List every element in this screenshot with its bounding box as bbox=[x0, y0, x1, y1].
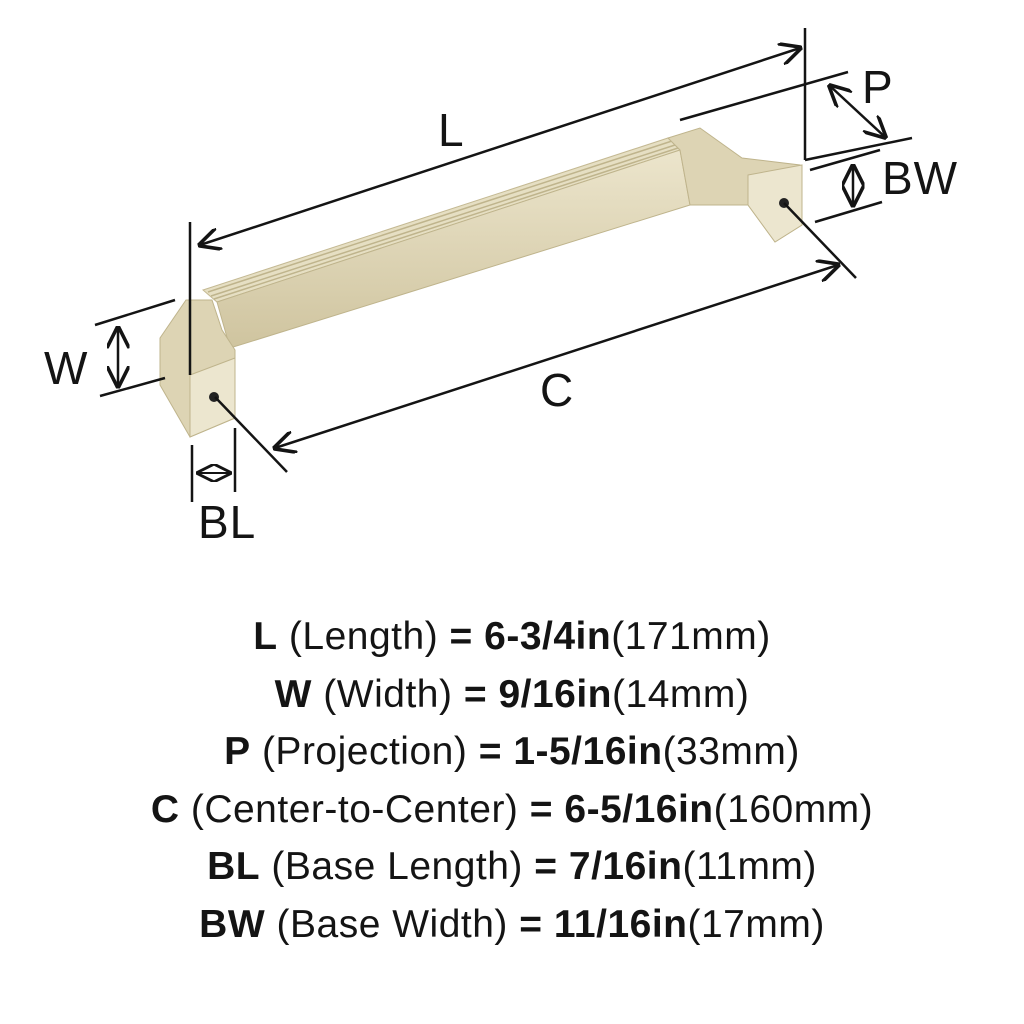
spec-name: (Projection) bbox=[261, 730, 468, 773]
spec-row-length: L (Length) = 6-3/4in(171mm) bbox=[0, 608, 1024, 666]
spec-imperial: 6-3/4in bbox=[484, 615, 612, 658]
spec-metric: (171mm) bbox=[611, 615, 771, 658]
spec-imperial: 9/16in bbox=[498, 672, 613, 716]
specifications-list: L (Length) = 6-3/4in(171mm) W (Width) = … bbox=[0, 608, 1024, 953]
spec-equals: = bbox=[449, 615, 473, 658]
spec-row-base-width: BW (Base Width) = 11/16in(17mm) bbox=[0, 896, 1024, 954]
spec-metric: (17mm) bbox=[687, 902, 825, 946]
spec-name: (Center-to-Center) bbox=[190, 787, 519, 831]
label-projection: P bbox=[862, 61, 894, 113]
handle-bar-front bbox=[216, 149, 691, 349]
spec-metric: (14mm) bbox=[612, 672, 750, 716]
label-base-width: BW bbox=[882, 152, 958, 204]
right-base-face bbox=[747, 164, 803, 243]
spec-row-width: W (Width) = 9/16in(14mm) bbox=[0, 666, 1024, 724]
spec-key: W bbox=[274, 672, 312, 716]
dimension-lines bbox=[94, 28, 913, 502]
label-base-length: BL bbox=[198, 496, 256, 548]
spec-name: (Length) bbox=[288, 615, 439, 658]
spec-key: L bbox=[253, 615, 278, 658]
dimension-diagram: L P BW W C BL bbox=[44, 28, 958, 548]
label-center-to-center: C bbox=[540, 364, 574, 416]
spec-key: C bbox=[150, 787, 180, 831]
label-width: W bbox=[44, 342, 88, 394]
label-length: L bbox=[438, 104, 465, 156]
spec-row-projection: P (Projection) = 1-5/16in(33mm) bbox=[0, 723, 1024, 781]
spec-row-center-to-center: C (Center-to-Center) = 6-5/16in(160mm) bbox=[0, 781, 1024, 839]
cabinet-pull-handle bbox=[159, 127, 803, 438]
spec-imperial: 11/16in bbox=[553, 902, 688, 946]
spec-metric: (160mm) bbox=[713, 787, 874, 831]
spec-key: P bbox=[224, 730, 251, 773]
spec-imperial: 1-5/16in bbox=[513, 730, 663, 773]
spec-equals: = bbox=[463, 672, 488, 716]
spec-equals: = bbox=[519, 902, 543, 946]
spec-name: (Base Length) bbox=[271, 845, 523, 888]
spec-metric: (33mm) bbox=[662, 730, 800, 773]
spec-equals: = bbox=[534, 845, 558, 888]
spec-equals: = bbox=[478, 730, 502, 773]
spec-imperial: 6-5/16in bbox=[564, 787, 714, 831]
spec-row-base-length: BL (Base Length) = 7/16in(11mm) bbox=[0, 838, 1024, 896]
spec-name: (Base Width) bbox=[276, 902, 508, 946]
spec-key: BL bbox=[207, 845, 261, 888]
spec-metric: (11mm) bbox=[682, 845, 817, 888]
spec-imperial: 7/16in bbox=[568, 845, 683, 888]
spec-name: (Width) bbox=[323, 672, 453, 716]
spec-key: BW bbox=[199, 902, 266, 946]
spec-equals: = bbox=[529, 787, 554, 831]
